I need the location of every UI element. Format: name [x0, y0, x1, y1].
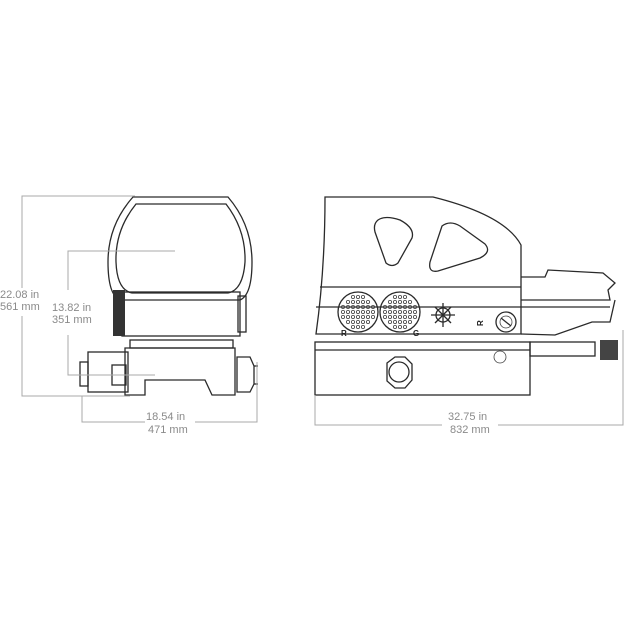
- dial-perforation: [340, 314, 345, 319]
- left-knob: [113, 290, 125, 336]
- dial-perforation: [360, 304, 365, 309]
- dial-perforation: [355, 319, 360, 324]
- dial-perforation: [345, 314, 350, 319]
- dial-perforation: [355, 314, 360, 319]
- dial-perforation: [407, 299, 412, 304]
- dial-perforation: [350, 294, 355, 299]
- dial-perforation: [397, 304, 402, 309]
- dial-perforation: [355, 294, 360, 299]
- dial-perforation: [412, 309, 417, 314]
- height-in-label: 22.08 in: [0, 289, 39, 301]
- dial-perforation: [360, 319, 365, 324]
- dial-perforation: [355, 304, 360, 309]
- dial-perforation: [412, 304, 417, 309]
- dial-perforation: [360, 309, 365, 314]
- dial-perforation: [350, 309, 355, 314]
- dial-perforation: [382, 309, 387, 314]
- dial-perforation: [392, 299, 397, 304]
- dial-perforation: [407, 319, 412, 324]
- dial-perforation: [397, 319, 402, 324]
- dial-perforation: [402, 309, 407, 314]
- red-dial-marking: R: [341, 329, 347, 338]
- dial-perforation: [402, 304, 407, 309]
- side-length-dimension: 32.75 in 832 mm: [314, 330, 624, 436]
- dial-perforation: [345, 299, 350, 304]
- green-brightness-dial: [379, 291, 421, 333]
- dial-perforation: [345, 304, 350, 309]
- red-brightness-dial: [337, 291, 379, 333]
- dial-perforation: [397, 309, 402, 314]
- dial-perforation: [360, 324, 365, 329]
- dial-perforation: [412, 314, 417, 319]
- dial-perforation: [402, 324, 407, 329]
- dial-perforation: [387, 314, 392, 319]
- dial-perforation: [392, 319, 397, 324]
- dial-perforation: [397, 324, 402, 329]
- width-mm-label: 471 mm: [148, 424, 188, 436]
- height-mm-label: 561 mm: [0, 301, 40, 313]
- window-height-mm-label: 351 mm: [52, 314, 92, 326]
- dial-perforation: [402, 319, 407, 324]
- dial-perforation: [392, 314, 397, 319]
- dial-perforation: [340, 304, 345, 309]
- rear-knurled-knob: [600, 340, 618, 360]
- front-window-dimension: 13.82 in 351 mm: [52, 250, 175, 376]
- dial-perforation: [370, 314, 375, 319]
- dial-perforation: [350, 299, 355, 304]
- dial-perforation: [407, 314, 412, 319]
- dial-perforation: [392, 324, 397, 329]
- dial-perforation: [397, 299, 402, 304]
- dial-perforation: [360, 299, 365, 304]
- dial-perforation: [365, 299, 370, 304]
- dial-perforation: [345, 319, 350, 324]
- dial-perforation: [365, 314, 370, 319]
- dial-perforation: [340, 309, 345, 314]
- dial-perforation: [407, 304, 412, 309]
- dial-perforation: [392, 294, 397, 299]
- dial-perforation: [407, 309, 412, 314]
- mount-nut: [386, 356, 413, 389]
- dial-perforation: [365, 319, 370, 324]
- dial-perforation: [392, 304, 397, 309]
- adjuster-marking: R: [476, 320, 485, 326]
- length-mm-label: 832 mm: [450, 424, 490, 436]
- front-view: [79, 196, 258, 396]
- dial-perforation: [382, 314, 387, 319]
- dial-perforation: [350, 314, 355, 319]
- dial-perforation: [402, 299, 407, 304]
- dial-perforation: [387, 309, 392, 314]
- dial-perforation: [387, 319, 392, 324]
- dial-perforation: [402, 314, 407, 319]
- length-in-label: 32.75 in: [448, 411, 487, 423]
- dial-perforation: [370, 304, 375, 309]
- dial-perforation: [392, 309, 397, 314]
- front-height-dimension: 22.08 in 561 mm: [0, 195, 135, 397]
- dial-perforation: [350, 304, 355, 309]
- dial-perforation: [360, 294, 365, 299]
- dial-perforation: [355, 299, 360, 304]
- dial-perforation: [355, 324, 360, 329]
- dial-perforation: [370, 309, 375, 314]
- green-dial-marking: G: [413, 329, 419, 338]
- dial-perforation: [397, 314, 402, 319]
- sun-brightness-icon: [431, 303, 455, 327]
- windage-adjuster-screw: [495, 311, 517, 333]
- dial-perforation: [397, 294, 402, 299]
- width-in-label: 18.54 in: [146, 411, 185, 423]
- front-width-dimension: 18.54 in 471 mm: [81, 362, 258, 436]
- dial-perforation: [350, 319, 355, 324]
- dial-perforation: [360, 314, 365, 319]
- dial-perforation: [355, 309, 360, 314]
- dial-perforation: [382, 304, 387, 309]
- dial-perforation: [365, 309, 370, 314]
- dial-perforation: [387, 304, 392, 309]
- dial-perforation: [402, 294, 407, 299]
- side-view: R G R: [314, 196, 618, 396]
- dial-perforation: [350, 324, 355, 329]
- dial-perforation: [345, 309, 350, 314]
- window-height-in-label: 13.82 in: [52, 302, 91, 314]
- dial-perforation: [365, 304, 370, 309]
- dial-perforation: [387, 299, 392, 304]
